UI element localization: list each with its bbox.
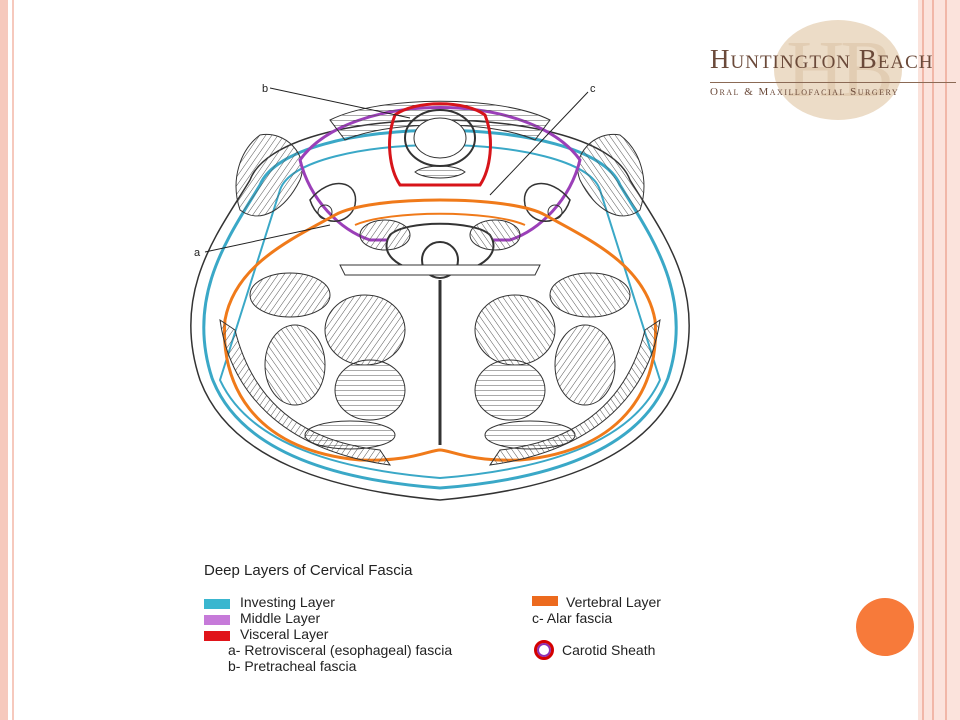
logo-monogram-disc	[774, 20, 902, 120]
left-decorative-rule	[0, 0, 8, 720]
prevertebral-muscle-right	[469, 219, 521, 251]
splenius-left	[264, 324, 326, 406]
logo-rule	[710, 82, 956, 83]
deep-back-muscle-left-1	[324, 294, 406, 366]
logo-name: Huntington Beach	[710, 44, 934, 74]
prevertebral-muscle-left	[359, 219, 411, 251]
logo-monogram: HB	[786, 26, 893, 114]
legend-item-carotid: Carotid Sheath	[562, 642, 656, 658]
label-c: c	[590, 83, 596, 95]
deep-back-muscle-right-1	[474, 294, 556, 366]
accent-circle	[856, 598, 914, 656]
right-decorative-band	[918, 0, 960, 720]
leader-line-c	[489, 91, 589, 196]
legend-title: Deep Layers of Cervical Fascia	[204, 562, 413, 579]
legend-item-investing: Investing Layer	[240, 594, 335, 610]
left-decorative-thin-rule	[12, 0, 14, 720]
practice-logo: HB Huntington Beach Oral & Maxillofacial…	[706, 16, 956, 124]
carotid-sheath-right	[523, 183, 571, 222]
carotid-sheath-left	[309, 183, 357, 222]
legend-swatch-investing	[204, 599, 230, 609]
legend-swatch-visceral	[204, 631, 230, 641]
alar-fascia	[354, 212, 526, 226]
legend-item-retrovisceral: a- Retrovisceral (esophageal) fascia	[228, 642, 453, 658]
semispinalis-right	[484, 420, 576, 450]
right-decorative-line	[945, 0, 947, 720]
right-decorative-line	[932, 0, 934, 720]
sternocleidomastoid-right	[577, 133, 645, 217]
legend-item-alar: c- Alar fascia	[532, 610, 613, 626]
right-decorative-line	[922, 0, 924, 720]
scalene-left	[249, 272, 331, 318]
legend-swatch-middle	[204, 615, 230, 625]
visceral-layer	[388, 102, 492, 187]
label-a: a	[194, 247, 201, 259]
deep-back-muscle-right-2	[474, 359, 546, 421]
sternocleidomastoid-left	[235, 133, 303, 217]
legend-item-visceral: Visceral Layer	[240, 626, 329, 642]
legend-item-middle: Middle Layer	[240, 610, 321, 626]
legend: Deep Layers of Cervical Fascia Investing…	[200, 562, 720, 682]
leader-line-b	[269, 87, 411, 119]
legend-item-pretracheal: b- Pretracheal fascia	[228, 658, 357, 674]
transverse-processes	[339, 264, 541, 276]
deep-back-muscle-left-2	[334, 359, 406, 421]
semispinalis-left	[304, 420, 396, 450]
legend-carotid-ring-icon	[534, 640, 554, 660]
cervical-cross-section-diagram: b c a	[190, 83, 690, 501]
scalene-right	[549, 272, 631, 318]
leader-line-a	[204, 224, 331, 253]
logo-subtitle: Oral & Maxillofacial Surgery	[710, 86, 900, 98]
trachea-lumen	[413, 117, 467, 159]
legend-item-vertebral: Vertebral Layer	[566, 594, 661, 610]
investing-layer	[202, 128, 678, 490]
legend-swatch-vertebral	[532, 596, 558, 606]
splenius-right	[554, 324, 616, 406]
label-b: b	[262, 83, 268, 95]
esophagus	[414, 165, 466, 179]
